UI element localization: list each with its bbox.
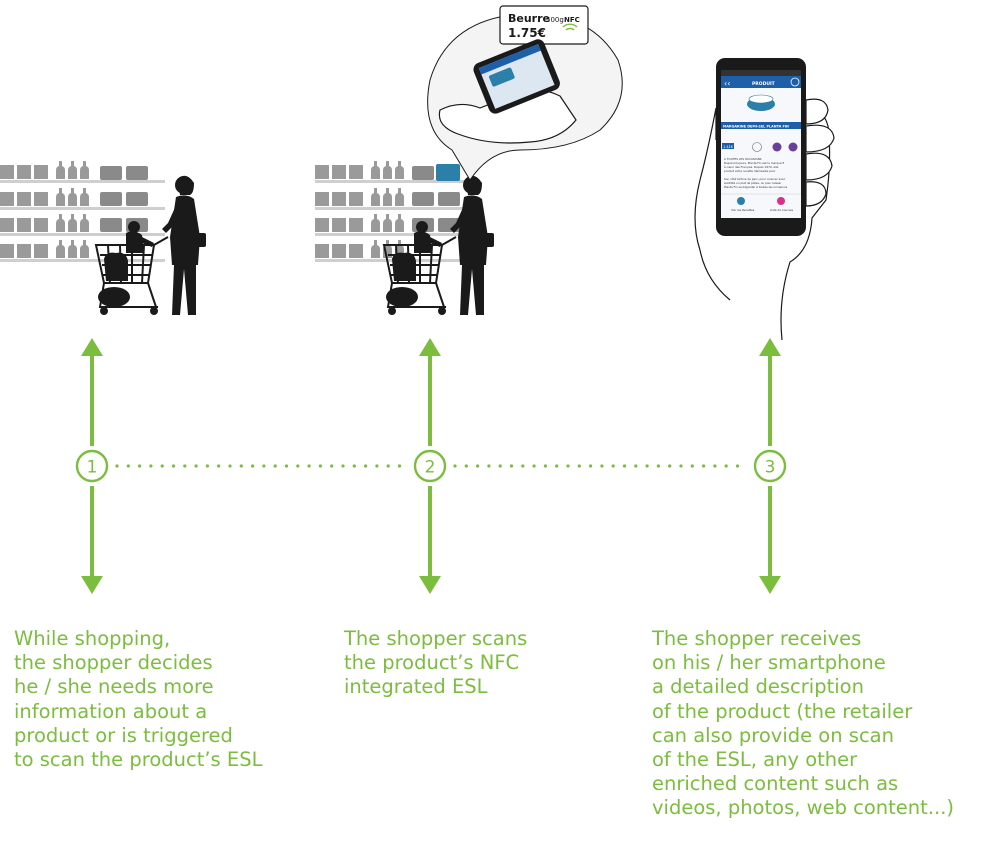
connector-dot [296,464,300,468]
scene-2-shopper-scanning-esl: Beurre 500g 1.75€ NFC [315,5,623,316]
scanning-phone [473,39,560,114]
step-number: 1 [87,458,98,478]
connector-dot [217,464,221,468]
esl-weight: 500g [546,16,564,24]
connector-dot [679,464,683,468]
connector-dot [239,464,243,468]
connector-dot [364,464,368,468]
highlighted-esl [436,164,460,181]
down-arrow-head [419,576,441,594]
up-arrow-head [419,338,441,356]
step-1-caption: While shopping, the shopper decides he /… [14,627,263,772]
connector-dot [645,464,649,468]
recipes-button[interactable]: Voir les Recettes [731,208,755,212]
connector-dot [487,464,491,468]
connector-dot [352,464,356,468]
connector-dot [375,464,379,468]
connector-dot [690,464,694,468]
connector-dot [262,464,266,468]
favorite-icon[interactable] [772,142,782,152]
step-3-caption: The shopper receives on his / her smartp… [652,627,955,820]
connector-dot [284,464,289,468]
connector-dot [273,464,277,468]
connector-dot [160,464,164,468]
esl-label: Beurre 500g 1.75€ NFC [499,5,589,45]
product-title: MARGARINE DEMI-SEL PLANTA FIN [723,125,789,129]
connector-dot [386,464,390,468]
connector-dot [307,464,311,468]
connector-dot [600,464,604,468]
product-price: 1.41€ [723,145,733,149]
connector-dot [498,464,502,468]
connector-dot [543,464,548,468]
esl-product-name: Beurre [508,12,550,25]
recipes-icon[interactable] [737,197,745,205]
up-arrow-head [759,338,781,356]
timeline: 1 2 3 [75,338,787,594]
smartphone: PRODUIT ‹‹ MARGARINE DEMI-SEL PLANTA FIN… [716,58,806,236]
connector-dot [611,464,615,468]
connector-dot [251,464,255,468]
down-arrow-head [759,576,781,594]
connector-dot [577,464,581,468]
esl-price: 1.75€ [508,26,546,40]
connector-dot [183,464,187,468]
connector-dot [341,464,345,468]
connector-dot [622,464,627,468]
step-number-circle [413,449,447,483]
up-arrow-head [81,338,103,356]
connector-dot [126,464,130,468]
connector-dot [521,464,525,468]
connector-dot [532,464,536,468]
connector-dot [171,464,176,468]
connector-dot [138,464,142,468]
connector-dot [476,464,480,468]
connector-dot [589,464,593,468]
step-2-caption: The shopper scans the product’s NFC inte… [344,627,528,699]
shopping-list-icon[interactable] [777,197,785,205]
step-number-circle [753,449,787,483]
step-number-circle [75,449,109,483]
cart-icon[interactable] [788,142,798,152]
zoom-bubble: Beurre 500g 1.75€ NFC [427,5,623,181]
connector-dot [194,464,198,468]
connector-dot [566,464,570,468]
connector-dot [668,464,672,468]
connector-dot [724,464,728,468]
step-number: 2 [425,458,436,478]
connector-dot [555,464,559,468]
shopping-list-button[interactable]: Liste de Courses [770,208,794,212]
phone-header-bar [721,76,801,88]
connector-dot [735,464,740,468]
connector-dot [509,464,514,468]
back-icon[interactable]: ‹‹ [724,79,730,88]
esl-tags [100,166,148,232]
down-arrow-head [81,576,103,594]
connector-dot [205,464,209,468]
connector-dot [397,464,402,468]
connector-dot [464,464,468,468]
connector-dot [702,464,706,468]
connector-dot [713,464,717,468]
connector-dot [149,464,153,468]
connector-dot [228,464,232,468]
share-icon[interactable] [752,142,762,152]
connector-dot [330,464,334,468]
connector-dot [634,464,638,468]
scene-1-shopper-in-aisle [0,161,207,316]
phone-header-text: PRODUIT [752,81,776,87]
connector-dot [656,464,661,468]
connector-dot [318,464,322,468]
esl-nfc-tag: NFC [564,16,580,24]
connector-dot [115,464,119,468]
scene-3-hand-with-smartphone: PRODUIT ‹‹ MARGARINE DEMI-SEL PLANTA FIN… [694,58,835,341]
connector-dot [453,464,457,468]
step-number: 3 [765,458,776,478]
dotted-connector [115,464,740,468]
svg-text:Son côté tartine de pain, pour: Son côté tartine de pain, pour cuisiner … [724,177,788,189]
menu-icon[interactable] [790,77,800,87]
